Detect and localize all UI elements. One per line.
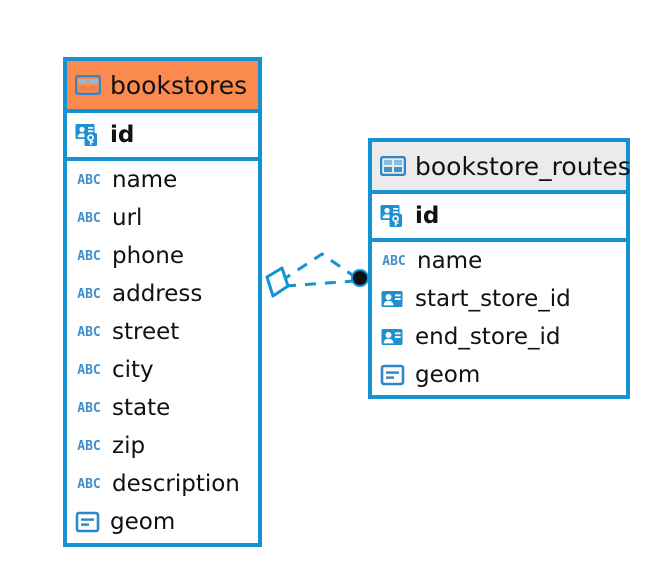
field-row-name[interactable]: ABC name xyxy=(372,242,626,280)
field-label: description xyxy=(112,470,240,497)
field-label: geom xyxy=(110,508,176,535)
table-icon xyxy=(75,75,101,95)
field-label: geom xyxy=(415,361,481,388)
field-list: ABC name start_store_id xyxy=(372,242,626,394)
geometry-icon xyxy=(380,364,406,386)
field-row-street[interactable]: ABC street xyxy=(67,313,258,351)
field-row-url[interactable]: ABC url xyxy=(67,199,258,237)
field-row-phone[interactable]: ABC phone xyxy=(67,237,258,275)
field-row-geom[interactable]: geom xyxy=(372,356,626,394)
relationship-line-lower xyxy=(284,279,356,288)
field-label: address xyxy=(112,280,203,307)
abc-text-icon: ABC xyxy=(77,400,101,416)
foreign-key-icon xyxy=(380,288,406,310)
primary-key-section: id xyxy=(67,109,258,161)
entity-header[interactable]: bookstores xyxy=(67,61,258,109)
field-row-id[interactable]: id xyxy=(372,194,626,238)
field-label: id xyxy=(110,121,135,148)
field-label: name xyxy=(417,247,483,274)
field-row-zip[interactable]: ABC zip xyxy=(67,427,258,465)
field-row-description[interactable]: ABC description xyxy=(67,465,258,503)
primary-key-section: id xyxy=(372,190,626,242)
field-label: end_store_id xyxy=(415,323,561,350)
field-label: phone xyxy=(112,242,184,269)
filled-circle-marker xyxy=(351,269,369,287)
field-row-state[interactable]: ABC state xyxy=(67,389,258,427)
field-label: name xyxy=(112,166,178,193)
geometry-icon xyxy=(75,511,101,533)
relationship-line-upper xyxy=(280,252,359,283)
field-row-city[interactable]: ABC city xyxy=(67,351,258,389)
table-icon xyxy=(380,156,406,176)
abc-text-icon: ABC xyxy=(77,438,101,454)
field-row-name[interactable]: ABC name xyxy=(67,161,258,199)
entity-title: bookstore_routes xyxy=(415,151,631,181)
abc-text-icon: ABC xyxy=(77,324,101,340)
abc-text-icon: ABC xyxy=(77,362,101,378)
field-row-address[interactable]: ABC address xyxy=(67,275,258,313)
abc-text-icon: ABC xyxy=(77,476,101,492)
field-row-start-store-id[interactable]: start_store_id xyxy=(372,280,626,318)
foreign-key-icon xyxy=(380,326,406,348)
abc-text-icon: ABC xyxy=(382,253,406,269)
field-label: city xyxy=(112,356,154,383)
entity-title: bookstores xyxy=(110,70,248,100)
entity-table-bookstores[interactable]: bookstores xyxy=(63,57,262,547)
abc-text-icon: ABC xyxy=(77,248,101,264)
field-label: zip xyxy=(112,432,146,459)
entity-header[interactable]: bookstore_routes xyxy=(372,142,631,190)
field-row-id[interactable]: id xyxy=(67,113,258,157)
field-row-geom[interactable]: geom xyxy=(67,503,258,541)
abc-text-icon: ABC xyxy=(77,286,101,302)
abc-text-icon: ABC xyxy=(77,210,101,226)
field-label: state xyxy=(112,394,171,421)
primary-key-icon xyxy=(75,123,101,147)
field-label: id xyxy=(415,202,440,229)
rhombus-outline-marker xyxy=(265,266,290,298)
entity-table-bookstore-routes[interactable]: bookstore_routes xyxy=(368,138,631,399)
primary-key-icon xyxy=(380,204,406,228)
field-list: ABC name ABC url ABC phone ABC address A… xyxy=(67,161,258,541)
field-label: url xyxy=(112,204,143,231)
abc-text-icon: ABC xyxy=(77,172,101,188)
field-label: start_store_id xyxy=(415,285,571,312)
field-label: street xyxy=(112,318,180,345)
field-row-end-store-id[interactable]: end_store_id xyxy=(372,318,626,356)
